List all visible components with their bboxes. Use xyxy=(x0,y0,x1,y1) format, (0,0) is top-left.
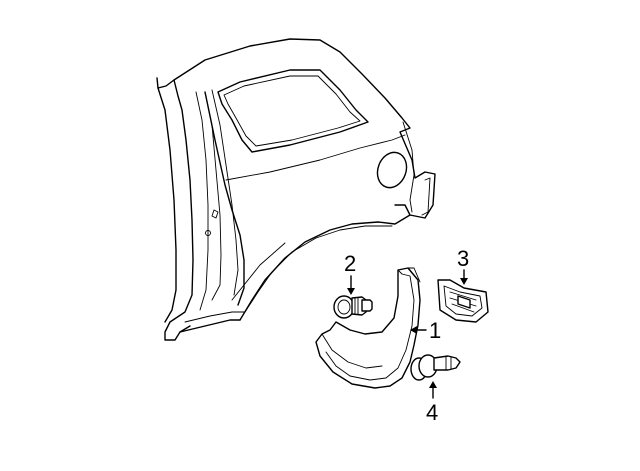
callout-4: 4 xyxy=(426,400,438,425)
callout-4-arrow-icon xyxy=(429,381,437,388)
callout-3-arrow-icon xyxy=(460,278,468,285)
quarter-panel-icon xyxy=(156,38,436,341)
callout-2-arrow-icon xyxy=(347,288,355,295)
callout-1: 1 xyxy=(429,318,441,343)
leader-lines xyxy=(347,269,468,399)
callout-3: 3 xyxy=(457,246,469,271)
callout-1-arrow-icon xyxy=(410,326,417,334)
callout-2: 2 xyxy=(344,251,356,276)
bolt-icon xyxy=(333,295,373,319)
mud-flap-icon xyxy=(315,267,421,389)
nut-clip-icon xyxy=(437,279,489,323)
push-retainer-icon xyxy=(410,354,461,381)
